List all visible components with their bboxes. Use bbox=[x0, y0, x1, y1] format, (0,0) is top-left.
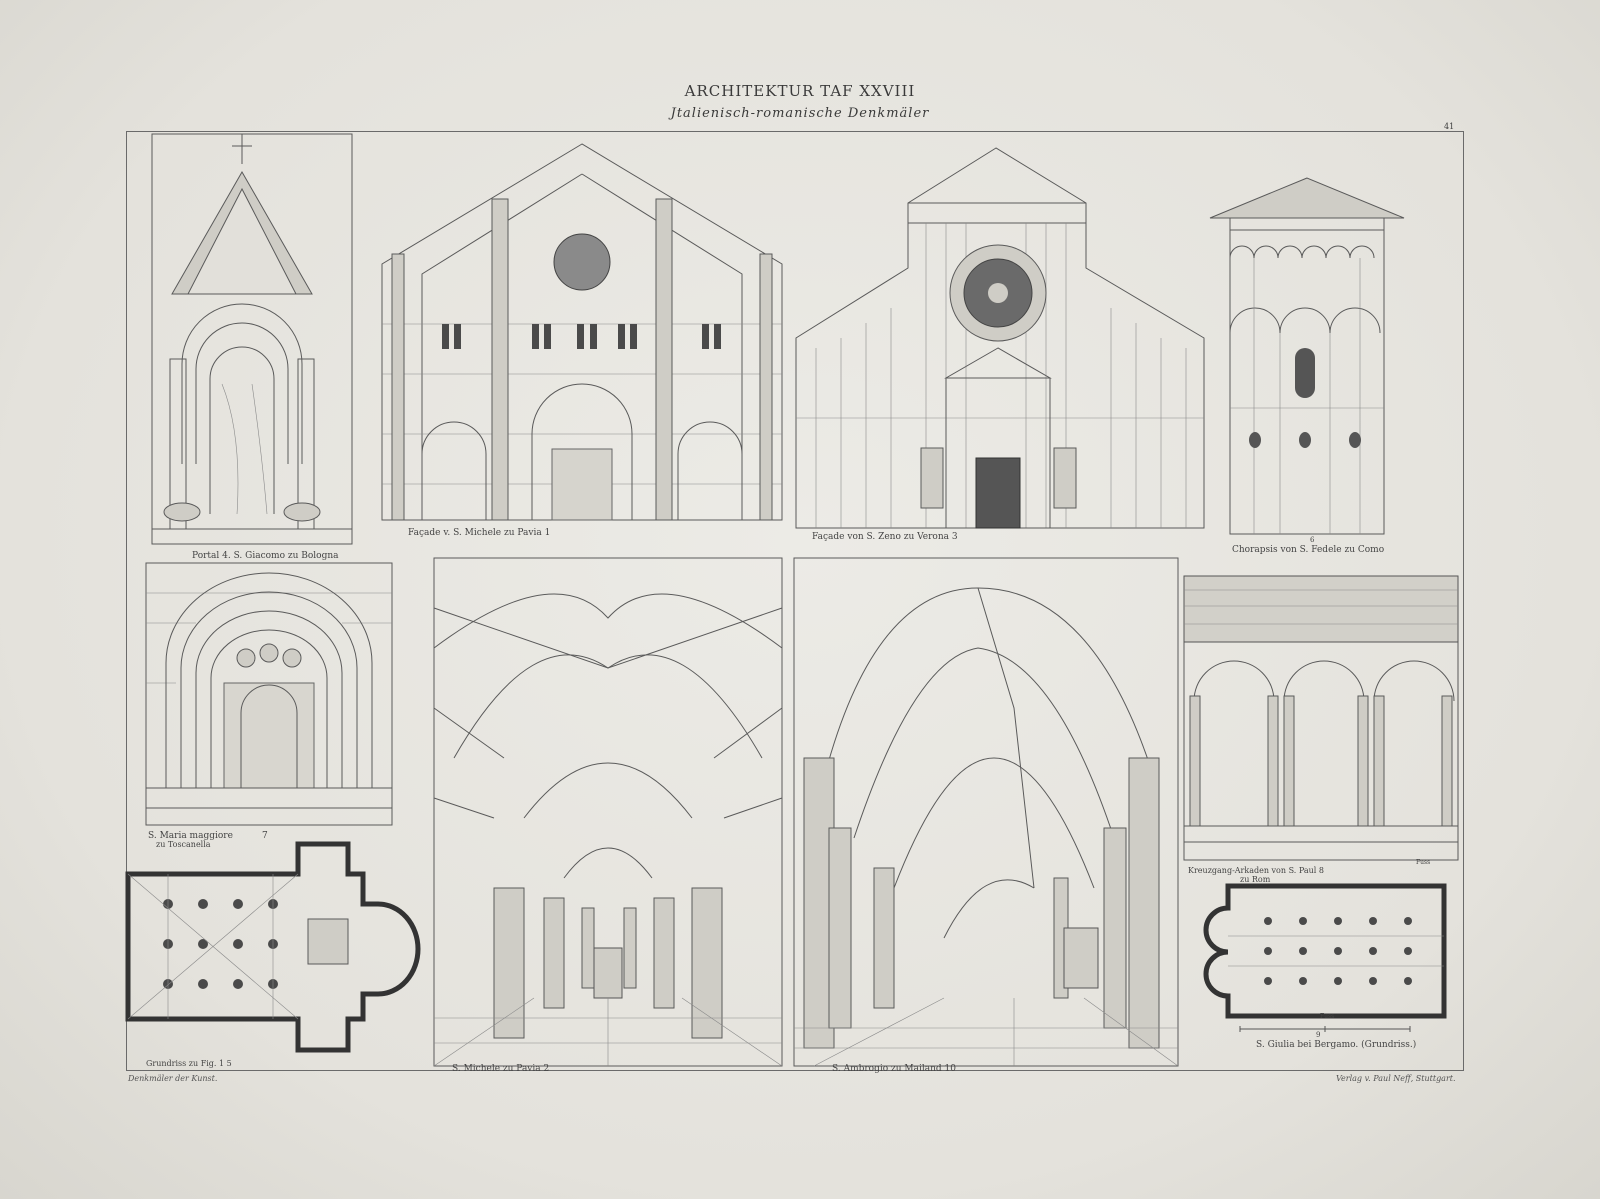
caption-fig3: Façade von S. Zeno zu Verona 3 bbox=[812, 532, 958, 542]
plate-title: ARCHITEKTUR TAF XXVIII bbox=[684, 82, 916, 100]
chorapsis-fedele-drawing bbox=[1209, 177, 1405, 535]
footer-right: Verlag v. Paul Neff, Stuttgart. bbox=[1336, 1074, 1456, 1083]
footer-left: Denkmäler der Kunst. bbox=[128, 1074, 218, 1083]
caption-fig9-number: 9 bbox=[1316, 1031, 1321, 1039]
plate-number: 41 bbox=[1444, 122, 1455, 131]
facade-michele-drawing bbox=[381, 143, 783, 521]
caption-fig9: S. Giulia bei Bergamo. (Grundriss.) bbox=[1256, 1040, 1417, 1050]
caption-fig2: S. Michele zu Pavia 2 bbox=[452, 1064, 550, 1074]
portal-giacomo-drawing bbox=[151, 133, 353, 545]
caption-fig1: Façade v. S. Michele zu Pavia 1 bbox=[408, 528, 551, 538]
interior-michele-drawing bbox=[433, 557, 783, 1067]
caption-fig8-line1: Kreuzgang-Arkaden von S. Paul 8 bbox=[1188, 866, 1324, 875]
caption-fig5: Grundriss zu Fig. 1 5 bbox=[146, 1059, 232, 1068]
caption-fig8-line2: zu Rom bbox=[1240, 875, 1271, 884]
facade-zeno-drawing bbox=[795, 147, 1205, 529]
caption-fig7-line1: S. Maria maggiore bbox=[148, 831, 233, 841]
scale-label-fig9: Fuss bbox=[1320, 1013, 1335, 1020]
portal-maria-drawing bbox=[145, 562, 393, 826]
caption-fig6-number: 6 bbox=[1310, 536, 1315, 544]
plate-frame bbox=[126, 131, 1464, 1071]
scale-bar-fig9 bbox=[1239, 1026, 1411, 1032]
interior-ambrogio-drawing bbox=[793, 557, 1179, 1067]
caption-fig4: Portal 4. S. Giacomo zu Bologna bbox=[192, 551, 339, 561]
caption-fig6: Chorapsis von S. Fedele zu Como bbox=[1232, 545, 1385, 555]
caption-fig10: S. Ambrogio zu Mailand 10 bbox=[832, 1064, 956, 1074]
scale-label-fig8: Fuss bbox=[1416, 859, 1431, 866]
groundplan-giulia-drawing bbox=[1203, 883, 1447, 1019]
groundplan-michele-drawing bbox=[125, 841, 421, 1053]
cloister-arcade-drawing bbox=[1183, 575, 1459, 861]
caption-fig7-number: 7 bbox=[262, 831, 268, 841]
caption-fig7-line2: zu Toscanella bbox=[156, 840, 211, 849]
plate-subtitle: Jtalienisch-romanische Denkmäler bbox=[670, 106, 930, 121]
